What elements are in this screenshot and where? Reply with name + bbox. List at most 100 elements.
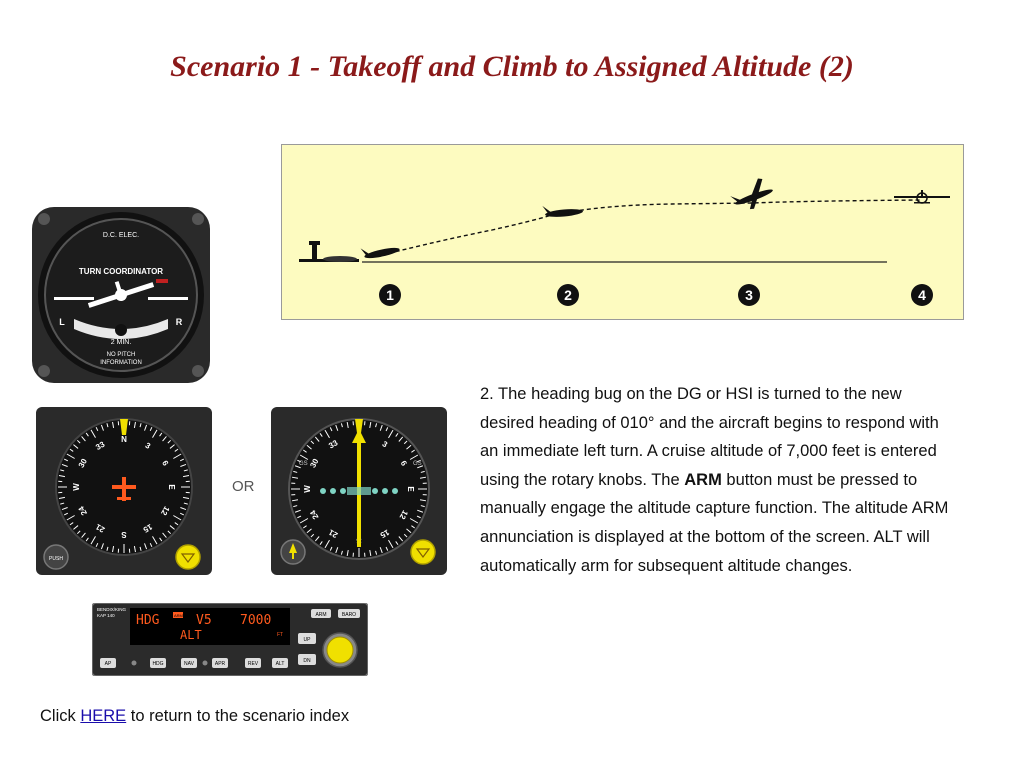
compass-tick	[419, 499, 427, 502]
compass-tick	[411, 525, 415, 529]
tc-note-line2: INFORMATION	[100, 360, 142, 366]
compass-tick	[159, 432, 163, 437]
aircraft-cruise-icon	[894, 190, 950, 204]
compass-tick	[167, 439, 172, 444]
compass-tick	[106, 546, 109, 551]
compass-tick	[173, 515, 182, 521]
here-link[interactable]: HERE	[80, 707, 127, 725]
description-text: 2. The heading bug on the DG or HSI is t…	[480, 380, 950, 580]
compass-tick	[299, 454, 309, 460]
hsi-heading-knob[interactable]	[410, 539, 436, 565]
compass-tick	[335, 424, 339, 431]
ap-button-ap[interactable]: AP	[100, 658, 116, 668]
svg-text:UP: UP	[304, 637, 312, 643]
compass-tick	[297, 515, 302, 519]
ap-model-label: KAP 140	[97, 613, 115, 618]
course-arrow-icon	[289, 543, 297, 553]
ap-brand-label: BENDIX/KING	[97, 607, 127, 612]
ap-display	[130, 608, 290, 645]
compass-tick	[324, 429, 330, 439]
compass-tick	[76, 439, 81, 444]
compass-tick	[139, 423, 142, 428]
compass-tick	[329, 427, 333, 432]
tc-right-label: R	[176, 317, 183, 327]
compass-tick	[69, 522, 74, 526]
tc-left-label: L	[59, 317, 65, 327]
compass-tick	[180, 507, 187, 511]
compass-tick	[303, 449, 307, 453]
ap-baro-button[interactable]: BARO	[338, 609, 360, 618]
compass-tick	[60, 469, 65, 472]
ap-dn-button[interactable]: DN	[298, 654, 316, 665]
ap-button-nav[interactable]: NAV	[181, 658, 197, 668]
svg-text:BARO: BARO	[342, 612, 356, 618]
ap-button-alt[interactable]: ALT	[272, 658, 288, 668]
compass-tick	[319, 541, 323, 545]
compass-tick	[169, 444, 175, 449]
svg-text:4: 4	[918, 287, 926, 303]
compass-tick	[379, 547, 383, 554]
tc-name-label: TURN COORDINATOR	[79, 267, 163, 276]
footer-text: Click HERE to return to the scenario ind…	[40, 707, 349, 726]
compass-tick	[335, 547, 339, 554]
ap-altitude-knob[interactable]	[322, 632, 358, 668]
push-knob[interactable]: PUSH	[43, 544, 69, 570]
compass-tick	[63, 458, 69, 462]
compass-tick	[61, 507, 68, 511]
compass-tick	[61, 463, 68, 467]
compass-label: E	[167, 484, 176, 490]
compass-tick	[76, 530, 81, 535]
compass-tick	[420, 470, 425, 473]
flight-profile-svg: 1 2 3 4	[299, 178, 950, 306]
tc-rate-label: 2 MIN.	[111, 339, 132, 346]
heading-bug-icon	[180, 553, 196, 563]
compass-tick	[340, 550, 343, 555]
ap-button-rev[interactable]: REV	[245, 658, 261, 668]
compass-tick	[95, 426, 99, 432]
compass-tick	[395, 433, 399, 437]
cdi-dots	[320, 488, 398, 494]
compass-tick	[294, 509, 301, 513]
svg-text:AP: AP	[105, 661, 112, 667]
marker-1: 1	[379, 284, 401, 306]
dg-heading-knob[interactable]	[175, 544, 201, 570]
dg-compass-ticks	[58, 421, 190, 553]
airport-icon	[299, 241, 359, 262]
autopilot-svg: BENDIX/KING KAP 140 HDG ARM V5 7000 ALT …	[91, 602, 369, 677]
ap-display-vs: V5	[196, 613, 212, 628]
compass-tick	[385, 427, 389, 432]
turn-coordinator: D.C. ELEC. TURN COORDINATOR L R 2 MIN. N…	[32, 207, 210, 383]
compass-tick	[112, 421, 115, 428]
compass-tick	[133, 546, 136, 553]
course-knob[interactable]	[280, 539, 306, 565]
svg-text:ARM: ARM	[315, 612, 326, 618]
compass-label: 6	[399, 459, 409, 468]
compass-tick	[95, 542, 99, 548]
ap-up-button[interactable]: UP	[298, 633, 316, 644]
compass-tick	[183, 496, 190, 499]
compass-tick	[183, 475, 190, 478]
compass-tick	[388, 539, 394, 549]
autopilot-panel: BENDIX/KING KAP 140 HDG ARM V5 7000 ALT …	[91, 602, 369, 677]
compass-tick	[420, 505, 425, 508]
compass-tick	[174, 522, 179, 526]
ap-button-hdg[interactable]: HDG	[150, 658, 166, 668]
compass-label: W	[303, 485, 312, 493]
aircraft-turn-icon	[730, 178, 773, 210]
compass-tick	[395, 541, 399, 545]
compass-label: W	[72, 483, 81, 491]
compass-tick	[144, 543, 148, 550]
compass-tick	[346, 549, 349, 557]
hsi-bug-icon	[415, 548, 431, 558]
compass-tick	[324, 539, 330, 549]
compass-tick	[417, 465, 424, 469]
compass-tick	[310, 440, 315, 445]
ap-button-apr[interactable]: APR	[212, 658, 228, 668]
ap-arm-button[interactable]: ARM	[311, 609, 331, 618]
compass-tick	[310, 533, 315, 538]
compass-tick	[406, 444, 412, 450]
compass-tick	[291, 499, 299, 502]
compass-tick	[293, 470, 298, 473]
compass-tick	[403, 533, 408, 538]
